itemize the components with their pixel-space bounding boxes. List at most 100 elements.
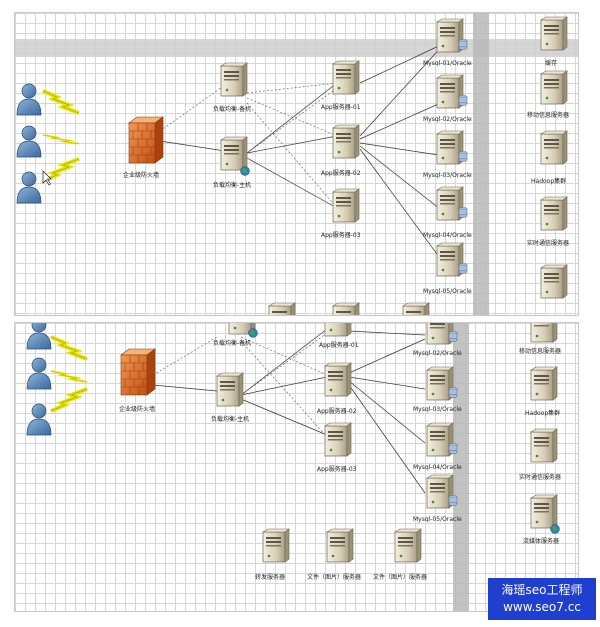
watermark-line2: www.seo7.cc <box>503 600 581 614</box>
db-server-icon[interactable] <box>426 422 458 457</box>
server-icon[interactable] <box>324 422 352 457</box>
db5-label: Mysql-05/Oracle <box>413 516 462 523</box>
server-icon[interactable] <box>324 362 352 397</box>
user-icon <box>16 171 42 204</box>
server-icon[interactable] <box>540 264 568 299</box>
db-server-icon[interactable] <box>436 242 468 277</box>
user-icon <box>26 357 52 390</box>
app3-label: App服务器-03 <box>317 465 357 473</box>
server-icon[interactable] <box>540 196 568 231</box>
db4-label: Mysql-04/Oracle <box>423 232 472 239</box>
user-icon <box>16 83 42 116</box>
server-icon[interactable] <box>220 62 248 97</box>
server-icon[interactable] <box>326 528 354 563</box>
hadoop-label: Hadoop集群 <box>525 409 560 417</box>
server-icon[interactable] <box>530 323 558 343</box>
db-server-icon[interactable] <box>436 130 468 165</box>
lightning-bolt-icon <box>49 369 89 384</box>
diagram-bottom-canvas: 负载均衡-备机 企业级防火墙 负载均衡-主机 App服务器-01 App服务器-… <box>26 323 561 611</box>
lightning-bolt-icon <box>41 89 81 115</box>
user-icon <box>26 323 52 350</box>
file1-label: 文件（图片）服务器 <box>307 573 361 581</box>
db4-label: Mysql-04/Oracle <box>413 464 462 471</box>
forward-label: 转发服务器 <box>255 573 285 581</box>
db3-label: Mysql-03/Oracle <box>413 406 462 413</box>
cursor-icon <box>42 170 52 186</box>
cache-label: 缓存 <box>545 59 557 67</box>
server-icon[interactable] <box>324 323 352 337</box>
vertical-scroll-band[interactable] <box>473 13 489 315</box>
lb-main-label: 负载均衡-主机 <box>213 181 251 189</box>
user-icon <box>16 125 42 158</box>
link-lb-main-app2 <box>246 135 338 154</box>
server-icon[interactable] <box>332 60 360 95</box>
mobile-label: 移动信息服务器 <box>527 111 569 119</box>
lb-backup-label: 负载均衡-备机 <box>213 339 251 347</box>
app3-label: App服务器-03 <box>321 231 361 239</box>
db-server-icon[interactable] <box>436 18 468 53</box>
horizontal-scroll-band[interactable] <box>15 39 578 57</box>
database-icon <box>458 207 468 218</box>
firewall-label: 企业级防火墙 <box>123 171 159 179</box>
database-icon <box>448 443 458 454</box>
server-icon[interactable] <box>332 188 360 223</box>
link-lb-main-app3 <box>246 157 338 209</box>
media-label: 流媒体服务器 <box>523 537 559 545</box>
database-icon <box>448 331 458 342</box>
app2-label: App服务器-02 <box>317 407 357 415</box>
user-icon <box>26 403 52 436</box>
watermark-badge: 海瑶seo工程师 www.seo7.cc <box>488 578 596 620</box>
server-icon[interactable] <box>216 372 244 407</box>
database-icon <box>448 495 458 506</box>
link-lb-main-app1 <box>246 82 338 154</box>
lightning-bolt-icon <box>41 133 81 146</box>
database-icon <box>458 263 468 274</box>
globe-icon <box>550 524 560 534</box>
dashed-lines <box>159 82 338 209</box>
db-server-icon[interactable] <box>436 186 468 221</box>
server-icon[interactable] <box>394 528 422 563</box>
server-icon[interactable] <box>530 366 558 401</box>
db2-label: Mysql-02/Oracle <box>423 116 472 123</box>
file2-label: 文件（图片）服务器 <box>373 573 427 581</box>
dashed-lines <box>152 332 328 438</box>
db-server-icon[interactable] <box>426 366 458 401</box>
watermark-line1: 海瑶seo工程师 <box>501 583 583 597</box>
hadoop-label: Hadoop集群 <box>531 177 566 185</box>
globe-icon <box>248 328 258 338</box>
server-icon[interactable] <box>540 130 568 165</box>
app1-label: App服务器-01 <box>319 341 359 349</box>
lb-main-label: 负载均衡-主机 <box>211 415 249 423</box>
server-icon[interactable] <box>220 136 250 176</box>
db5-label: Mysql-05/Oracle <box>423 288 472 295</box>
db3-label: Mysql-03/Oracle <box>423 172 472 179</box>
lightning-bolt-icon <box>49 387 89 413</box>
db-server-icon[interactable] <box>426 474 458 509</box>
lb-backup-label: 负载均衡-备机 <box>213 105 251 113</box>
db-server-icon[interactable] <box>436 74 468 109</box>
server-icon[interactable] <box>530 494 560 534</box>
server-top-edge <box>268 302 430 315</box>
app1-label: App服务器-01 <box>321 103 361 111</box>
database-icon <box>448 387 458 398</box>
server-icon[interactable] <box>228 323 258 338</box>
db2-label: Mysql-02/Oracle <box>413 350 462 357</box>
lightning-bolt-icon <box>49 335 89 361</box>
server-icon[interactable] <box>530 428 558 463</box>
realtime-label: 实时通信服务器 <box>527 239 569 247</box>
firewall-icon[interactable] <box>128 116 164 164</box>
server-icon[interactable] <box>332 124 360 159</box>
server-icon[interactable] <box>540 16 568 51</box>
database-icon <box>458 39 468 50</box>
database-icon <box>458 95 468 106</box>
globe-icon <box>240 166 250 176</box>
diagram-top-canvas: 企业级防火墙 负载均衡-备机 负载均衡-主机 App服务器-01 App服务器-… <box>15 13 578 315</box>
server-icon[interactable] <box>540 70 568 105</box>
db-server-icon[interactable] <box>426 323 458 345</box>
server-icon[interactable] <box>262 528 290 563</box>
realtime-label: 实时通信服务器 <box>519 473 561 481</box>
database-icon <box>458 151 468 162</box>
firewall-icon[interactable] <box>120 348 156 396</box>
connection-lines <box>152 328 426 494</box>
diagram-top-panel: 企业级防火墙 负载均衡-备机 负载均衡-主机 App服务器-01 App服务器-… <box>14 12 579 316</box>
